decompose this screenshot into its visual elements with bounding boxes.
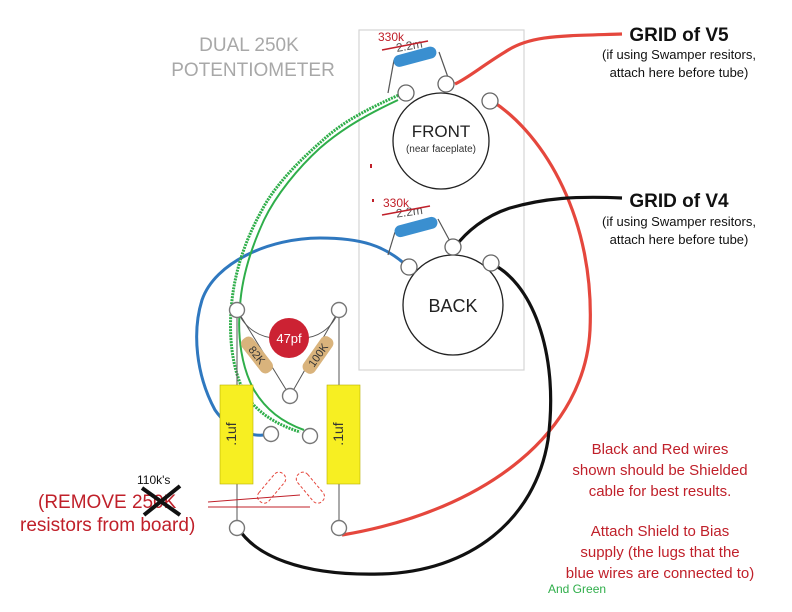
resistor-100k-body — [302, 336, 334, 374]
board-lug — [228, 301, 246, 319]
grid-v5-note-line1: (if using Swamper resitors, — [602, 47, 756, 62]
removed-resistor-right-outline — [295, 471, 325, 504]
back-pot-label: BACK — [428, 296, 477, 316]
remove-note-line2: resistors from board) — [20, 515, 195, 536]
resistor-bottom-old-value: 2.2m — [395, 203, 423, 221]
potentiometer-body — [358, 29, 525, 371]
shield-note-addendum: And Green — [548, 582, 606, 596]
green-wire-shadow — [238, 99, 399, 431]
shield-note-line4: Attach Shield to Bias — [591, 523, 729, 540]
front-pot-lug-right — [481, 92, 499, 110]
cap-right-label: .1uf — [330, 422, 346, 445]
resistor-top-body — [393, 46, 437, 67]
board-lug — [330, 301, 348, 319]
grid-v5-title: GRID of V5 — [629, 25, 729, 46]
shield-note-line5: supply (the lugs that the — [580, 544, 739, 561]
shield-note-line2: shown should be Shielded — [572, 462, 747, 479]
front-pot-lug-left — [397, 84, 415, 102]
resistor-top — [393, 46, 437, 67]
cap-47pf — [269, 318, 309, 358]
remove-note-correction: 110k's — [137, 473, 170, 487]
removed-resistor-left-outline — [257, 471, 287, 504]
cap-right — [326, 384, 361, 485]
board-lug — [330, 519, 348, 537]
red-mark — [372, 199, 374, 202]
board-lug — [228, 519, 246, 537]
grid-v4-note-line2: attach here before tube) — [610, 232, 749, 247]
resistor-bottom-lead — [387, 231, 396, 256]
resistor-bottom-body — [394, 216, 438, 238]
cap-left — [219, 384, 254, 485]
resistor-top-new-value: 330k — [378, 30, 405, 44]
cap-left-label: .1uf — [223, 422, 239, 445]
resistor-top-strike — [381, 40, 429, 51]
back-pot-lug-center — [444, 238, 462, 256]
removed-resistor-left — [257, 471, 287, 504]
title-line1: DUAL 250K — [199, 35, 299, 56]
remove-note-prefix: (REMOVE — [38, 492, 132, 513]
red-wire-long — [341, 99, 592, 537]
resistor-bottom-strike — [381, 205, 431, 216]
grid-v5-note-line2: attach here before tube) — [610, 65, 749, 80]
resistor-top-old-value: 2.2m — [395, 37, 424, 55]
red-wire-grid-v5 — [454, 32, 623, 86]
back-pot-lug-left — [400, 258, 418, 276]
grid-v4-note-line1: (if using Swamper resitors, — [602, 214, 756, 229]
resistor-bottom-new-value: 330k — [383, 196, 410, 210]
front-pot-label: FRONT — [412, 122, 471, 141]
front-pot — [392, 92, 490, 190]
resistor-bottom — [394, 216, 438, 238]
front-pot-sublabel: (near faceplate) — [406, 144, 476, 155]
removed-resistor-right — [295, 471, 325, 504]
front-pot-lug-center — [437, 75, 455, 93]
black-wire-long — [236, 261, 553, 576]
shield-note-line6: blue wires are connected to) — [566, 565, 754, 582]
cap-47pf-label: 47pf — [276, 331, 302, 346]
green-wire — [229, 92, 402, 434]
resistor-82k-body — [240, 336, 274, 374]
black-wire-grid-v4 — [453, 195, 623, 248]
title-line2: POTENTIOMETER — [171, 60, 335, 81]
remove-note-line1: (REMOVE 250K — [38, 492, 177, 513]
strike-x-b — [142, 484, 182, 517]
board-lug — [301, 427, 319, 445]
board-lug — [262, 425, 280, 443]
shield-note-line3: cable for best results. — [589, 483, 732, 500]
resistor-top-lead — [387, 59, 395, 94]
remove-pointer — [207, 494, 301, 503]
board-lug — [281, 387, 299, 405]
shield-note-line1: Black and Red wires — [592, 441, 729, 458]
back-pot-lug-right — [482, 254, 500, 272]
red-mark — [370, 164, 372, 168]
grid-v4-title: GRID of V4 — [629, 191, 729, 212]
